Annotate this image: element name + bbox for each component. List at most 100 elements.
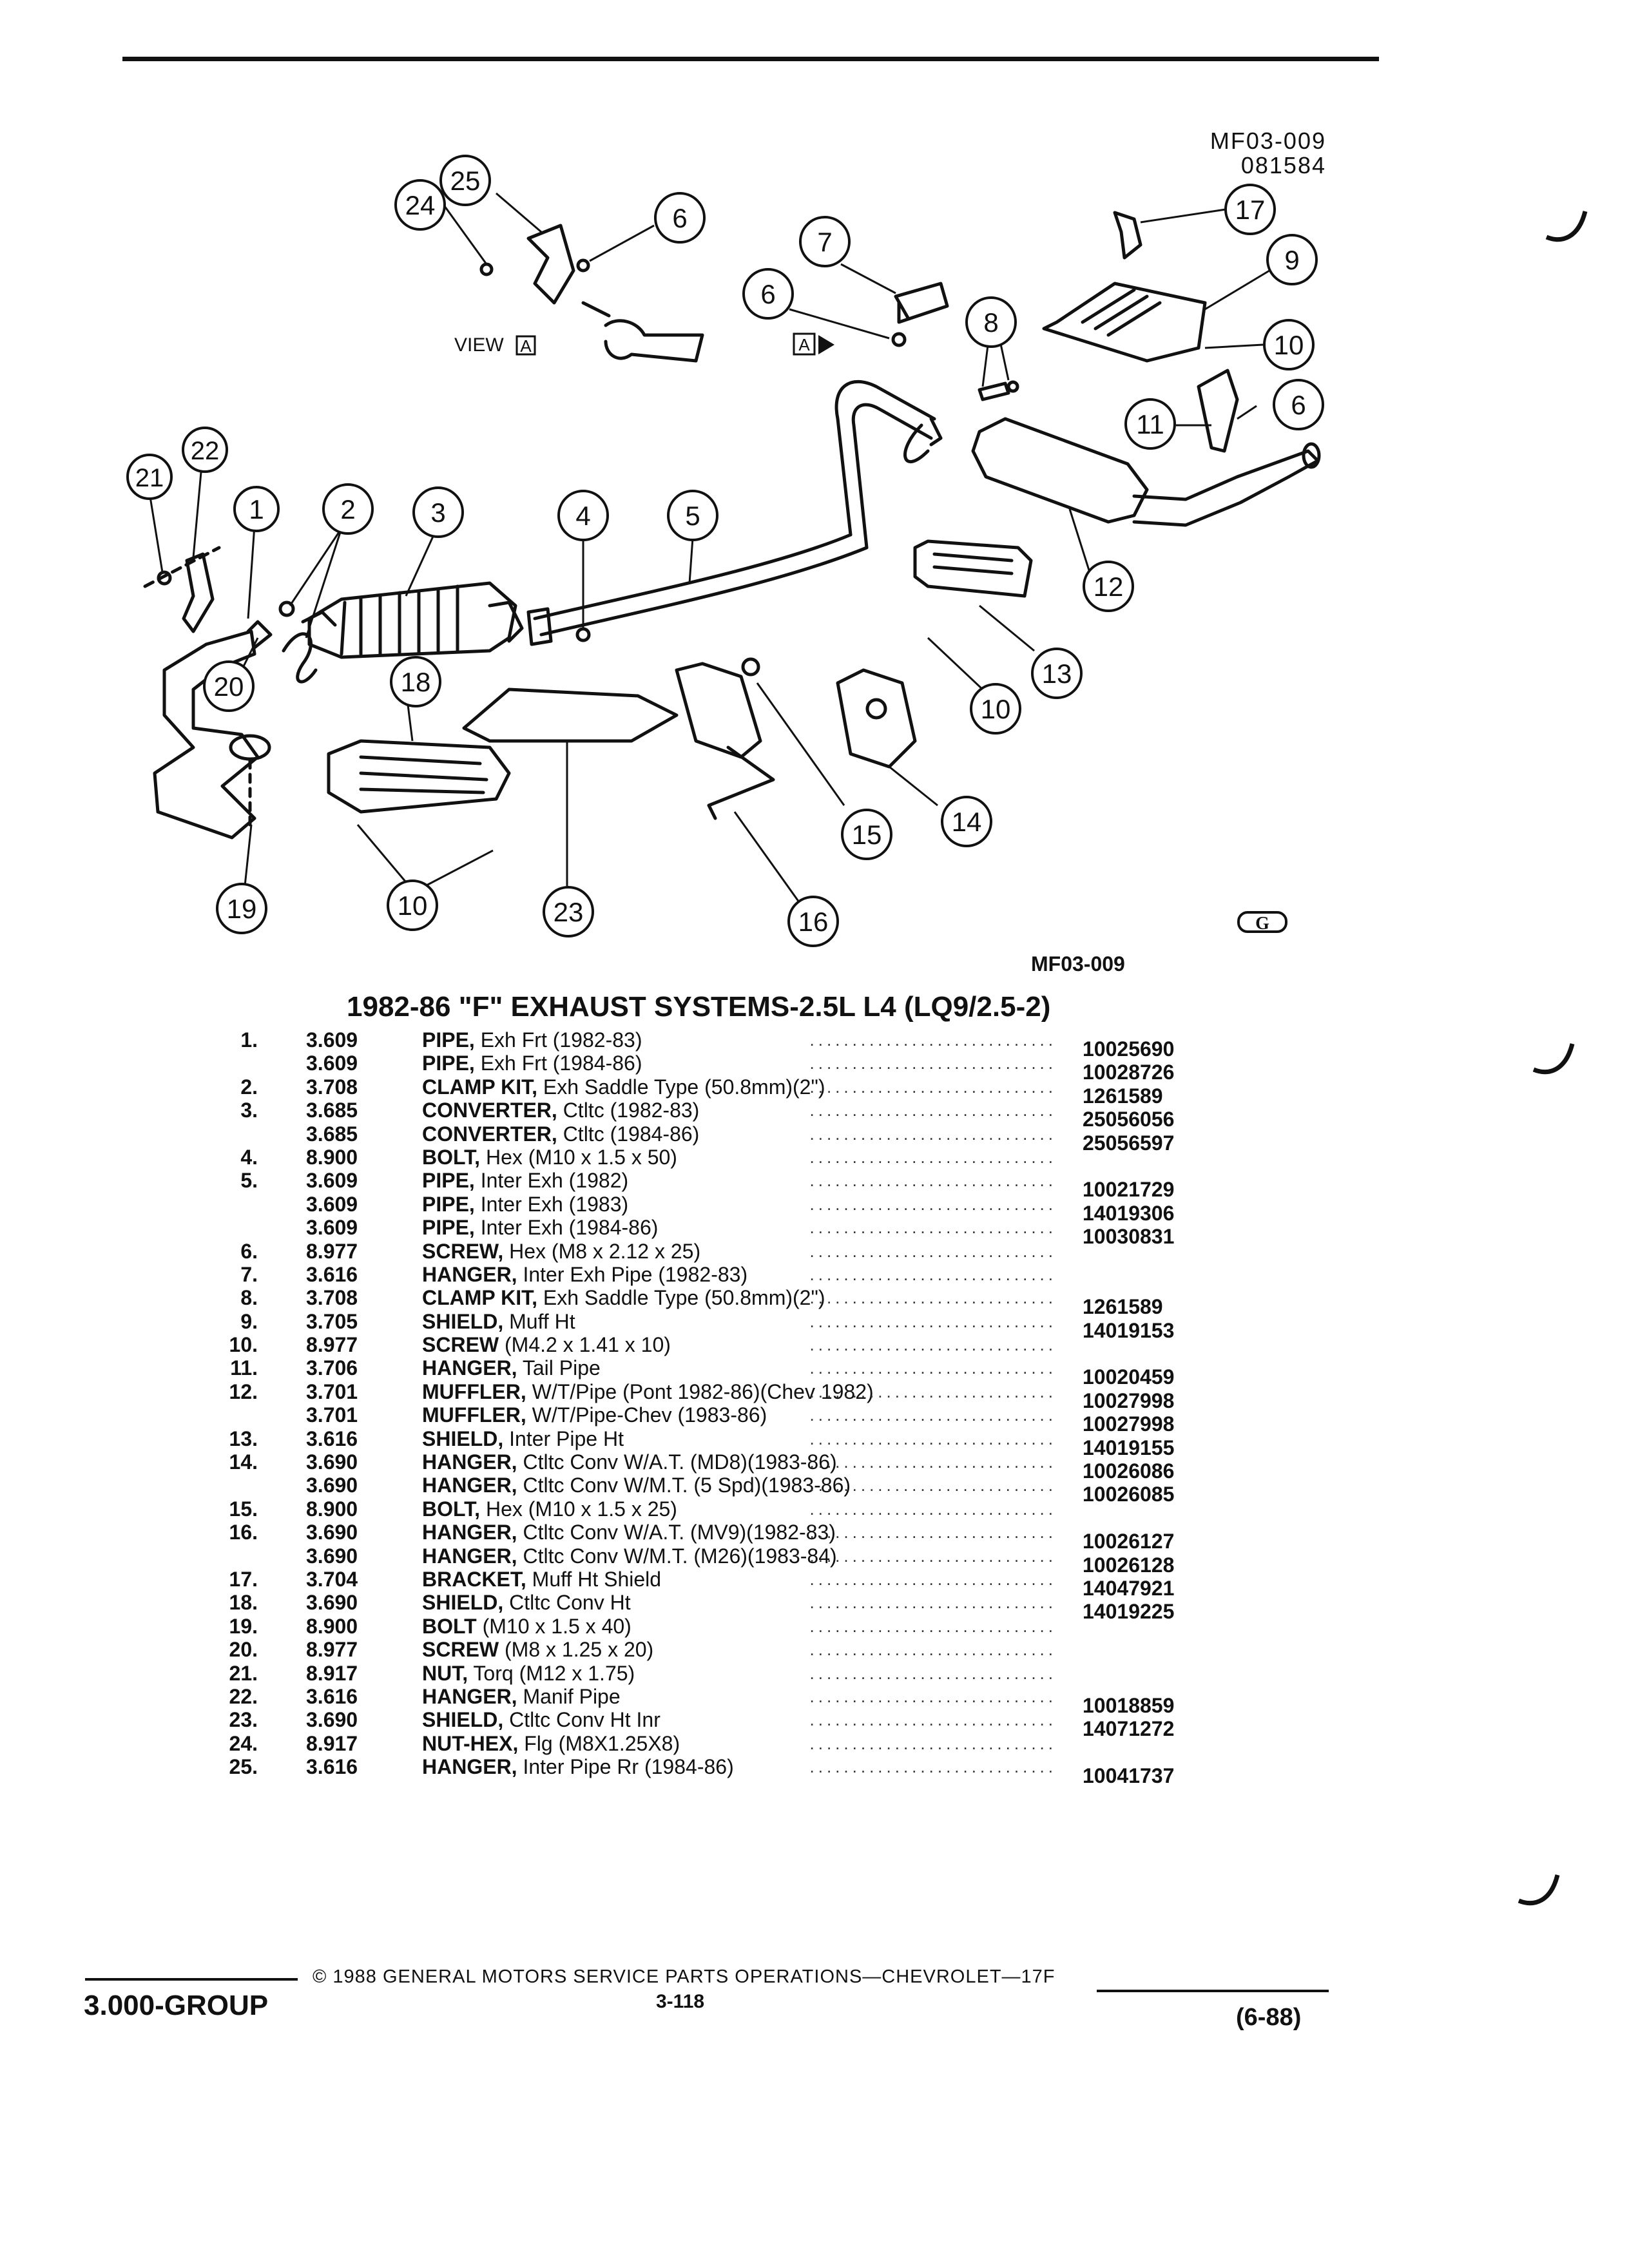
part-number: 10026127 [1083,1530,1175,1553]
group-number: 8.977 [306,1239,358,1263]
item-number: 2. [240,1075,258,1099]
item-number: 4. [240,1145,258,1169]
part-number: 10026085 [1083,1483,1175,1506]
leader-dots: ............................. [809,1523,1057,1542]
group-number: 3.609 [306,1169,358,1193]
callout-19: 19 [216,883,267,934]
callout-2: 2 [322,483,374,535]
group-number: 3.690 [306,1544,358,1568]
leader-dots: ............................. [809,1030,1057,1050]
svg-text:13: 13 [1042,658,1072,689]
part-detail: Tail Pipe [522,1356,601,1380]
arrow-letter-box [793,332,816,356]
flange-bolt [575,627,591,642]
item-number: 19. [229,1614,258,1638]
callout-12: 12 [1083,561,1134,612]
callout-10a: 10 [1263,319,1315,370]
group-number: 8.917 [306,1731,358,1755]
part-name: SHIELD, [422,1427,504,1450]
intermediate-pipe-heat-shield [913,539,1033,598]
svg-text:21: 21 [135,464,164,492]
svg-text:10: 10 [398,890,428,921]
part-detail: Ctltc Conv Ht [509,1591,631,1615]
part-name: NUT, [422,1661,468,1685]
gm-logo-icon: G [1237,911,1287,934]
item-number: 7. [240,1262,258,1286]
footer-rule-right [1097,1990,1329,1992]
callout-18: 18 [390,656,441,707]
manifold-bolt [229,734,271,833]
part-description: HANGER, Tail Pipe [422,1356,601,1379]
group-number: 3.616 [306,1262,358,1286]
callout-13: 13 [1031,648,1083,699]
item-number: 23. [229,1708,258,1732]
group-number: 3.708 [306,1286,358,1310]
part-description: CLAMP KIT, Exh Saddle Type (50.8mm)(2") [422,1075,825,1099]
part-detail: Inter Exh (1984-86) [480,1216,659,1240]
item-number: 22. [229,1684,258,1708]
part-number: 10021729 [1083,1178,1175,1202]
svg-text:15: 15 [852,820,882,850]
callouts: 25 24 6 7 6 8 17 9 10 6 11 12 13 10 14 1… [126,155,1324,947]
item-number: 1. [240,1028,258,1052]
part-description: HANGER, Inter Exh Pipe (1982-83) [422,1263,747,1286]
diagram-code-header: MF03-009 081584 [1210,129,1326,178]
muffler [971,417,1321,527]
group-number: 3.706 [306,1356,358,1380]
part-name: SHIELD, [422,1591,504,1615]
muffler-heat-shield [1042,211,1207,363]
view-letter-box [516,335,536,356]
leader-lines [148,192,1270,903]
group-number: 8.977 [306,1638,358,1662]
part-detail: Hex (M10 x 1.5 x 50) [485,1145,677,1169]
converter-hanger-at [836,668,917,769]
group-number: 8.917 [306,1661,358,1685]
part-number: 10041737 [1083,1764,1175,1788]
group-number: 3.704 [306,1567,358,1591]
item-number: 8. [240,1286,258,1310]
part-detail: Ctltc (1982-83) [563,1099,700,1122]
footer-date: (6-88) [1236,2004,1302,2031]
item-number: 6. [240,1239,258,1263]
group-number: 3.609 [306,1052,358,1075]
leader-dots: ............................. [809,1311,1057,1331]
svg-text:19: 19 [227,894,257,924]
part-name: HANGER, [422,1684,517,1708]
view-letter: A [520,336,532,356]
part-detail: Exh Saddle Type (50.8mm)(2") [543,1075,825,1099]
group-number: 3.705 [306,1309,358,1333]
part-detail: Inter Pipe Ht [509,1427,624,1450]
part-name: HANGER, [422,1544,517,1568]
svg-text:6: 6 [672,203,687,233]
view-arrow-icon [818,335,834,354]
item-number: 17. [229,1567,258,1591]
part-description: MUFFLER, W/T/Pipe-Chev (1983-86) [422,1403,767,1427]
part-detail: Inter Exh (1982) [480,1169,629,1193]
callout-10b: 10 [970,683,1021,735]
item-number: 12. [229,1379,258,1403]
item-number: 3. [240,1099,258,1122]
part-detail: (M8 x 1.25 x 20) [505,1638,654,1662]
part-name: BOLT, [422,1497,481,1521]
part-detail: Inter Pipe Rr (1984-86) [523,1755,734,1779]
callout-22: 22 [182,427,228,473]
part-name: NUT-HEX, [422,1731,519,1755]
callout-6a: 6 [654,192,706,244]
svg-text:10: 10 [981,694,1011,724]
part-number: 1261589 [1083,1295,1163,1319]
callout-25: 25 [439,155,491,206]
part-detail: Muff Ht Shield [532,1567,662,1591]
